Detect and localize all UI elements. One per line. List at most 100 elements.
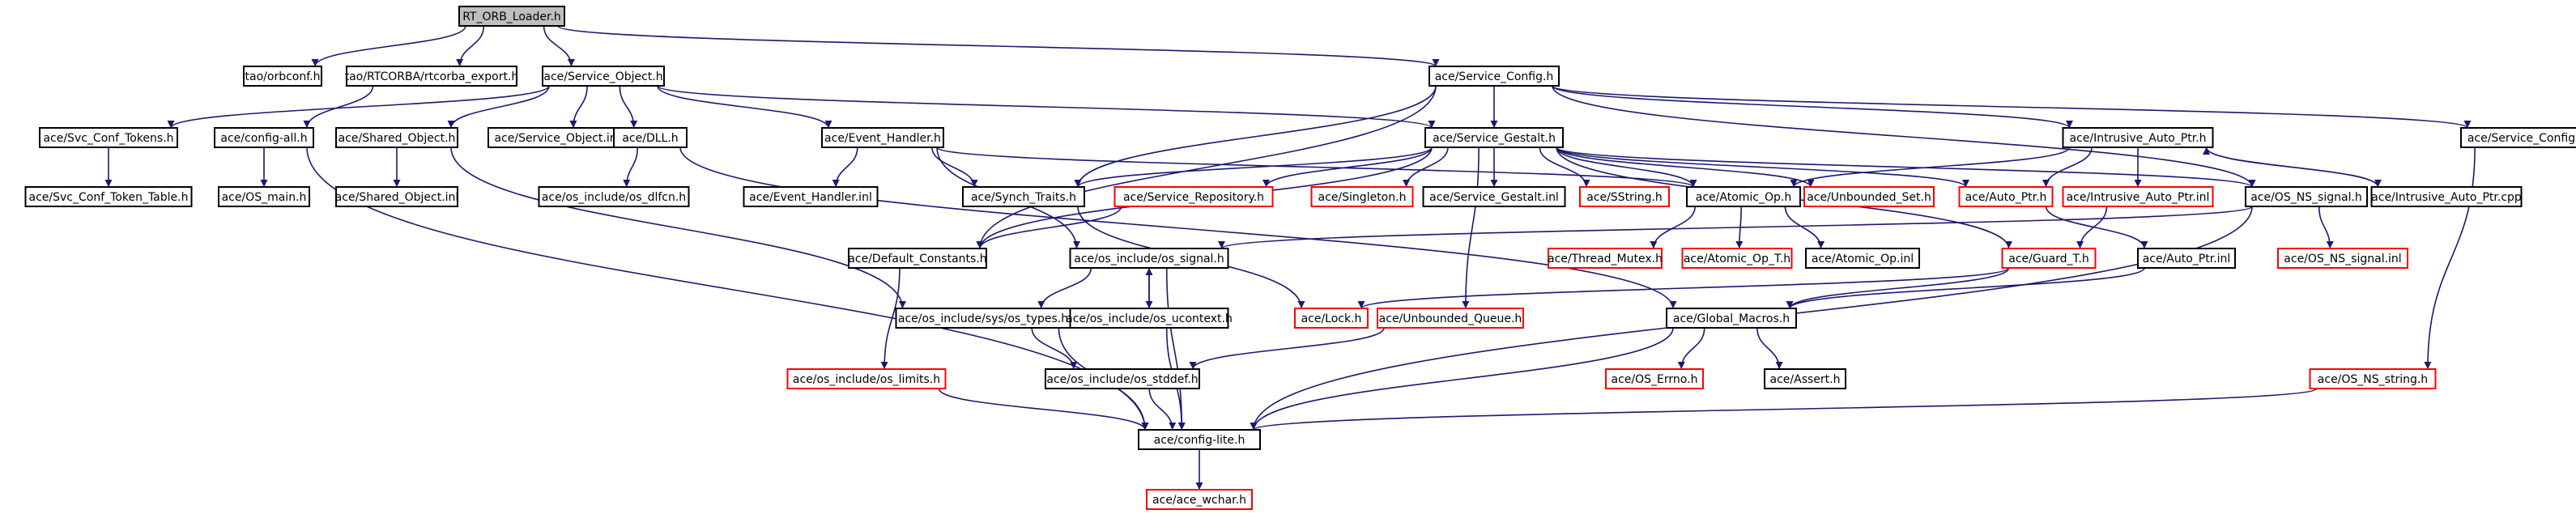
edge-os-ns-signal-to-os-signal xyxy=(1218,206,2253,249)
node-service-config[interactable]: ace/Service_Config.h xyxy=(1429,66,1560,87)
node-label: ace/ace_wchar.h xyxy=(1152,494,1246,507)
node-atomic-op-t[interactable]: ace/Atomic_Op_T.h xyxy=(1681,248,1793,269)
node-box xyxy=(1686,186,1801,207)
node-label: ace/os_include/os_stddef.h xyxy=(1046,373,1198,386)
node-label: ace/Service_Gestalt.h xyxy=(1433,132,1556,145)
node-lock[interactable]: ace/Lock.h xyxy=(1294,308,1369,329)
node-label: tao/RTCORBA/rtcorba_export.h xyxy=(345,70,519,83)
node-os-errno[interactable]: ace/OS_Errno.h xyxy=(1605,368,1704,389)
node-box xyxy=(538,186,690,207)
node-os-ns-string[interactable]: ace/OS_NS_string.h xyxy=(2309,368,2437,389)
edge-service-config-to-default-constants xyxy=(976,85,1437,249)
node-box xyxy=(458,6,565,27)
node-box xyxy=(821,127,944,148)
node-label: ace/Global_Macros.h xyxy=(1673,312,1790,325)
node-dll[interactable]: ace/DLL.h xyxy=(613,127,688,148)
node-box xyxy=(2137,248,2236,269)
node-service-repository[interactable]: ace/Service_Repository.h xyxy=(1113,186,1274,207)
node-os-signal[interactable]: ace/os_include/os_signal.h xyxy=(1069,248,1229,269)
node-singleton[interactable]: ace/Singleton.h xyxy=(1310,186,1414,207)
node-os-main[interactable]: ace/OS_main.h xyxy=(218,186,310,207)
node-atomic-op-inl[interactable]: ace/Atomic_Op.inl xyxy=(1805,248,1920,269)
node-shared-object-inl[interactable]: ace/Shared_Object.inl xyxy=(335,186,459,207)
node-label: ace/config-lite.h xyxy=(1154,434,1245,447)
node-config-lite[interactable]: ace/config-lite.h xyxy=(1138,429,1261,450)
node-box xyxy=(1805,248,1920,269)
node-label: ace/Event_Handler.h xyxy=(824,132,941,145)
edge-dll-to-os-dlfcn xyxy=(623,147,639,188)
node-default-constants[interactable]: ace/Default_Constants.h xyxy=(848,248,987,269)
node-auto-ptr-inl[interactable]: ace/Auto_Ptr.inl xyxy=(2137,248,2236,269)
node-intrusive-auto-ptr-cpp[interactable]: ace/Intrusive_Auto_Ptr.cpp xyxy=(2370,186,2523,207)
node-ace-wchar[interactable]: ace/ace_wchar.h xyxy=(1146,489,1253,510)
edge-service-gestalt-to-unbounded-queue xyxy=(1462,147,1480,309)
node-svc-conf-token-table[interactable]: ace/Svc_Conf_Token_Table.h xyxy=(24,186,193,207)
edge-rt-orb-loader-to-service-object xyxy=(543,25,575,67)
edge-service-gestalt-to-synch-traits xyxy=(1074,147,1433,188)
node-intrusive-auto-ptr-inl[interactable]: ace/Intrusive_Auto_Ptr.inl xyxy=(2062,186,2214,207)
node-rt-orb-loader[interactable]: RT_ORB_Loader.h xyxy=(458,6,565,27)
edge-service-gestalt-to-unbounded-set xyxy=(1556,147,1815,188)
node-guard-t[interactable]: ace/Guard_T.h xyxy=(2001,248,2097,269)
edge-service-config-to-os-ns-signal xyxy=(1552,85,2256,188)
node-os-dlfcn[interactable]: ace/os_include/os_dlfcn.h xyxy=(538,186,690,207)
node-label: ace/Unbounded_Queue.h xyxy=(1379,312,1522,325)
node-label: tao/orbconf.h xyxy=(245,70,321,83)
node-label: ace/Service_Object.inl xyxy=(494,132,620,145)
node-box xyxy=(1138,429,1261,450)
node-shared-object[interactable]: ace/Shared_Object.h xyxy=(335,127,458,148)
node-label: ace/Auto_Ptr.inl xyxy=(2143,253,2231,265)
node-event-handler[interactable]: ace/Event_Handler.h xyxy=(821,127,944,148)
node-auto-ptr[interactable]: ace/Auto_Ptr.h xyxy=(1958,186,2054,207)
node-box xyxy=(218,186,310,207)
node-unbounded-set[interactable]: ace/Unbounded_Set.h xyxy=(1803,186,1935,207)
edge-service-gestalt-to-atomic-op xyxy=(1556,147,1697,188)
node-atomic-op[interactable]: ace/Atomic_Op.h xyxy=(1686,186,1801,207)
node-label: ace/Service_Repository.h xyxy=(1123,191,1264,204)
node-os-ns-signal[interactable]: ace/OS_NS_signal.h xyxy=(2245,186,2368,207)
node-layer: RT_ORB_Loader.h tao/orbconf.h tao/RTCORBA/… xyxy=(24,6,2576,510)
edge-os-stddef-to-config-lite xyxy=(1148,388,1177,431)
node-label: ace/Event_Handler.inl xyxy=(749,191,872,204)
node-box xyxy=(39,127,178,148)
node-assert[interactable]: ace/Assert.h xyxy=(1764,368,1846,389)
node-box xyxy=(214,127,314,148)
node-unbounded-queue[interactable]: ace/Unbounded_Queue.h xyxy=(1377,308,1524,329)
node-svc-conf-tokens[interactable]: ace/Svc_Conf_Tokens.h xyxy=(39,127,178,148)
node-box xyxy=(848,248,987,269)
edge-service-object-to-dll xyxy=(619,85,638,129)
node-rtcorba-export[interactable]: tao/RTCORBA/rtcorba_export.h xyxy=(345,66,519,87)
node-label: ace/Svc_Conf_Tokens.h xyxy=(43,132,173,145)
node-os-types[interactable]: ace/os_include/sys/os_types.h xyxy=(895,308,1071,329)
edge-intrusive-auto-ptr-to-atomic-op xyxy=(1790,147,2071,188)
node-service-gestalt[interactable]: ace/Service_Gestalt.h xyxy=(1424,127,1564,148)
node-synch-traits[interactable]: ace/Synch_Traits.h xyxy=(962,186,1085,207)
edge-os-signal-to-os-types xyxy=(1037,267,1092,309)
node-intrusive-auto-ptr[interactable]: ace/Intrusive_Auto_Ptr.h xyxy=(2062,127,2214,148)
edge-os-ns-signal-to-os-ns-signal-inl xyxy=(2318,206,2334,249)
node-orbconf[interactable]: tao/orbconf.h xyxy=(243,66,322,87)
node-label: ace/Intrusive_Auto_Ptr.inl xyxy=(2067,191,2210,204)
node-label: ace/Intrusive_Auto_Ptr.cpp xyxy=(2371,191,2522,204)
node-box xyxy=(2309,368,2437,389)
node-config-all[interactable]: ace/config-all.h xyxy=(214,127,314,148)
node-os-ns-signal-inl[interactable]: ace/OS_NS_signal.inl xyxy=(2277,248,2408,269)
edge-default-constants-to-os-limits xyxy=(880,267,901,370)
node-os-ucontext[interactable]: ace/os_include/os_ucontext.h xyxy=(1066,308,1233,329)
edge-service-config-to-intrusive-auto-ptr xyxy=(1552,85,2073,129)
node-service-object[interactable]: ace/Service_Object.h xyxy=(542,66,665,87)
node-global-macros[interactable]: ace/Global_Macros.h xyxy=(1666,308,1797,329)
node-sstring[interactable]: ace/SString.h xyxy=(1579,186,1670,207)
node-service-config-inl[interactable]: ace/Service_Config.inl xyxy=(2460,127,2576,148)
node-thread-mutex[interactable]: ace/Thread_Mutex.h xyxy=(1548,248,1663,269)
node-box xyxy=(488,127,627,148)
node-service-gestalt-inl[interactable]: ace/Service_Gestalt.inl xyxy=(1422,186,1566,207)
node-box xyxy=(1605,368,1704,389)
node-event-handler-inl[interactable]: ace/Event_Handler.inl xyxy=(743,186,879,207)
node-os-stddef[interactable]: ace/os_include/os_stddef.h xyxy=(1045,368,1200,389)
edge-rt-orb-loader-to-service-config xyxy=(557,25,1440,67)
node-label: ace/Synch_Traits.h xyxy=(971,191,1076,204)
node-service-object-inl[interactable]: ace/Service_Object.inl xyxy=(488,127,627,148)
node-os-limits[interactable]: ace/os_include/os_limits.h xyxy=(786,368,947,389)
node-label: ace/Intrusive_Auto_Ptr.h xyxy=(2069,132,2206,145)
